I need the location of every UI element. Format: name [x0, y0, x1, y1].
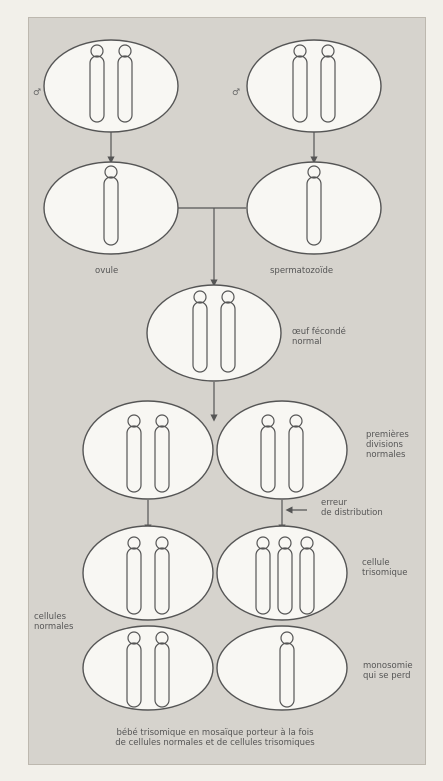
cell-division-left: [83, 401, 213, 499]
label-ovule: ovule: [95, 266, 118, 276]
cell-monosomique: [217, 626, 347, 710]
cell-oeuf-feconde: [147, 285, 281, 381]
label-cellule-trisomique: cellule trisomique: [362, 558, 407, 578]
cell-normale-upper: [83, 526, 213, 620]
caption: bébé trisomique en mosaïque porteur à la…: [60, 728, 370, 748]
cell-parent-spermatozoide: [247, 40, 381, 132]
cell-parent-ovule: [44, 40, 178, 132]
label-cellules-normales: cellules normales: [34, 612, 73, 632]
cell-division-right: [217, 401, 347, 499]
cell-ovule: [44, 162, 178, 254]
label-erreur-distribution: erreur de distribution: [321, 498, 383, 518]
female-symbol: ♂: [33, 88, 41, 98]
label-oeuf-feconde: œuf fécondé normal: [292, 327, 346, 347]
label-spermatozoide: spermatozoïde: [270, 266, 333, 276]
label-monosomie: monosomie qui se perd: [363, 661, 413, 681]
label-premieres-divisions: premières divisions normales: [366, 430, 409, 460]
male-symbol: ♂: [232, 88, 240, 98]
cell-normale-lower: [83, 626, 213, 710]
cell-spermatozoide: [247, 162, 381, 254]
cell-trisomique: [217, 526, 347, 620]
